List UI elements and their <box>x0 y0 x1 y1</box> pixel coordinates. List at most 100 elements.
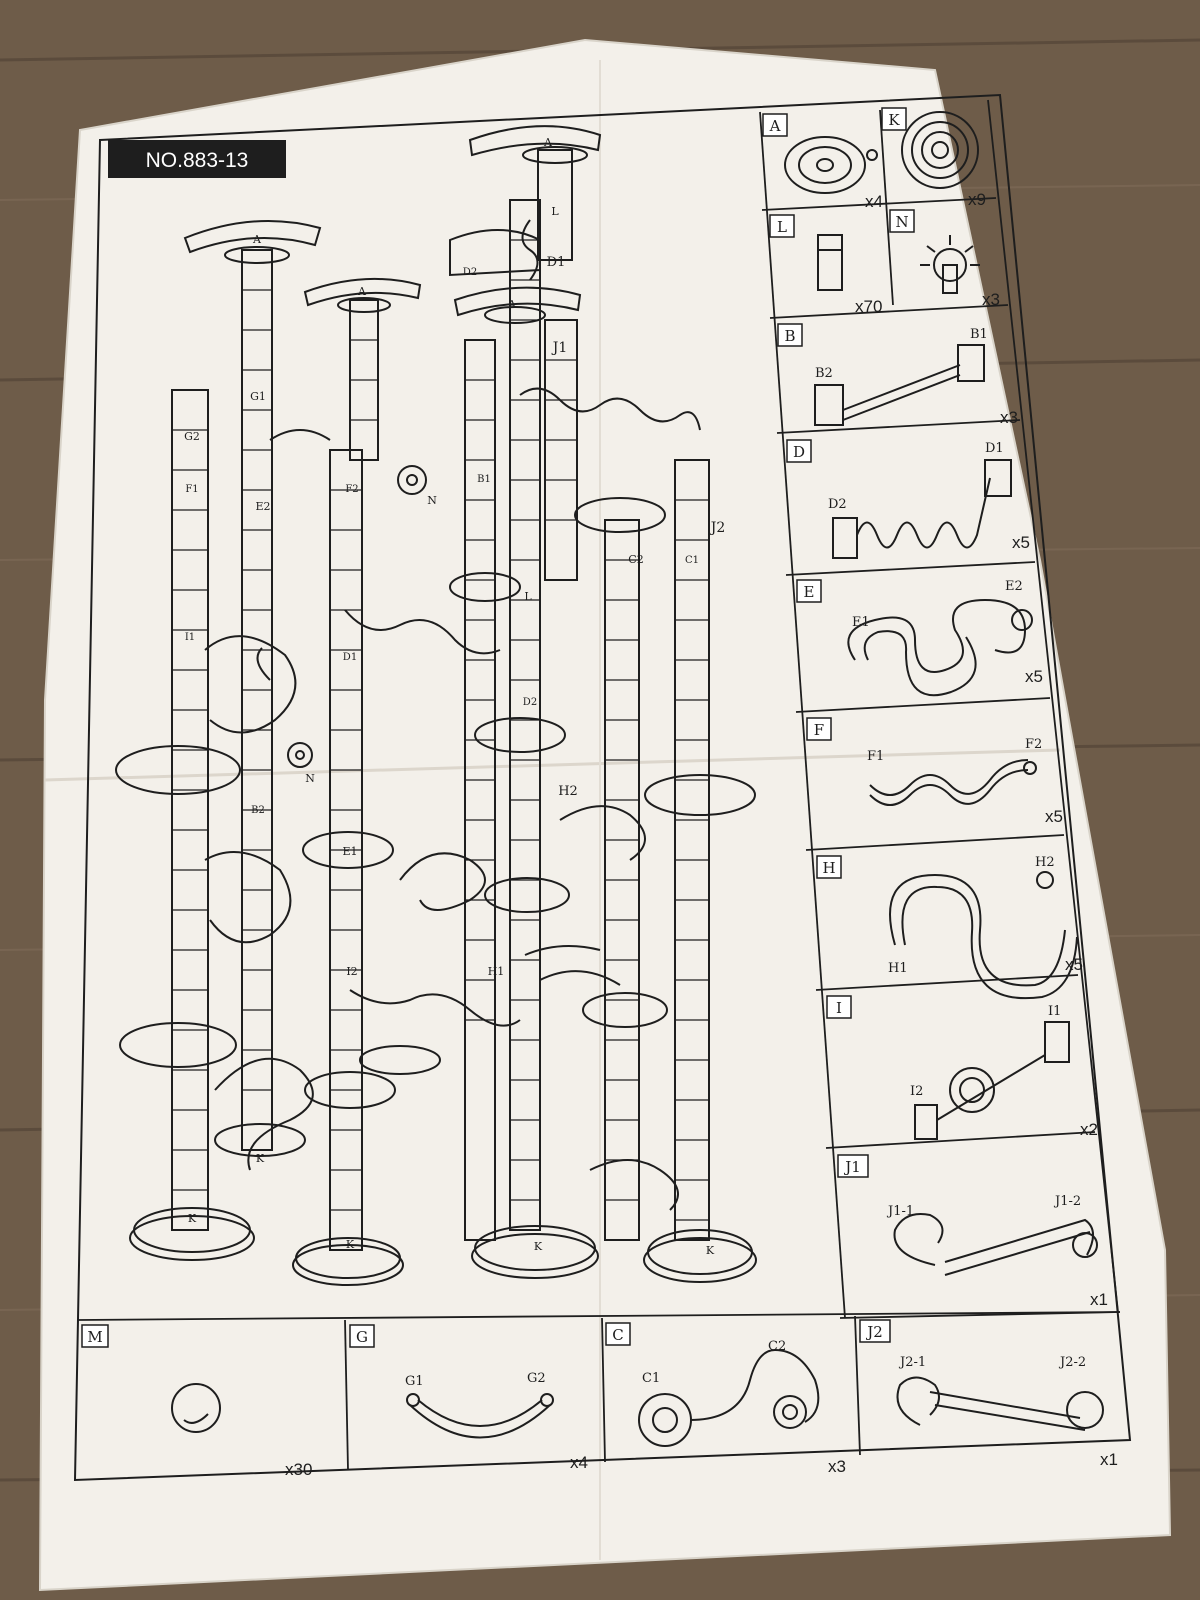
part-code: N <box>895 213 908 231</box>
curl-ramp-j2-drawing <box>896 1376 1104 1431</box>
part-end-label: F1 <box>867 749 884 764</box>
tower-label: K <box>534 1240 543 1253</box>
part-end-label: J1-2 <box>1053 1194 1081 1209</box>
tower-label: D2 <box>463 267 477 278</box>
wheel-part-drawing <box>920 235 980 294</box>
part-end-label: G2 <box>527 1371 546 1386</box>
tower-label: G2 <box>184 430 200 443</box>
tower-label: A <box>543 136 553 149</box>
part-code: E <box>804 583 815 601</box>
tower-label: I2 <box>346 965 357 978</box>
part-quantity: x5 <box>1045 807 1063 826</box>
part-code: M <box>87 1328 102 1346</box>
model-number: NO.883-13 <box>146 149 249 172</box>
tower-label: E2 <box>255 500 270 513</box>
part-end-label: E1 <box>852 615 870 630</box>
part-end-label: H1 <box>888 961 908 976</box>
part-quantities: x4 x9 x70 x3 x3 x5 x5 x5 x5 x2 x1 x30 x4… <box>285 190 1118 1479</box>
part-end-labels: B2 B1 D2 D1 E1 E2 F1 F2 H1 H2 I2 I1 J1-1… <box>405 327 1086 1389</box>
part-tag: L <box>769 214 795 238</box>
tower-label: F2 <box>345 484 358 495</box>
curl-ramp-c-drawing <box>638 1348 820 1447</box>
tower-label: C1 <box>685 555 699 566</box>
part-end-label: J2-1 <box>898 1355 926 1370</box>
part-code: F <box>814 721 824 739</box>
part-end-label: I1 <box>1048 1004 1061 1019</box>
part-end-label: B1 <box>970 327 988 342</box>
tower-label: J2 <box>709 520 726 536</box>
part-drawings <box>171 111 1104 1447</box>
part-end-label: H2 <box>1035 855 1055 870</box>
part-end-label: J2-2 <box>1058 1355 1086 1370</box>
part-quantity: x1 <box>1090 1290 1108 1309</box>
tower-label: B2 <box>251 805 265 816</box>
tube-part-drawing <box>817 234 843 291</box>
tower-label: D1 <box>343 652 357 663</box>
tower-label: D2 <box>523 697 537 708</box>
part-code: K <box>888 111 900 129</box>
part-quantity: x2 <box>1080 1120 1098 1139</box>
funnel-part-drawing <box>784 136 878 194</box>
tower-label: E1 <box>342 845 357 858</box>
tower-label: N <box>427 494 437 507</box>
tower-label: A <box>357 285 367 298</box>
part-code: G <box>356 1328 368 1346</box>
part-quantity: x3 <box>1000 408 1018 427</box>
wavy-ramp-drawing <box>832 459 1012 559</box>
tower-label: N <box>305 772 315 785</box>
tower-label: H2 <box>558 784 578 799</box>
tower-label: K <box>188 1212 197 1225</box>
part-tag: F <box>806 717 832 741</box>
tower-label: L <box>551 205 559 218</box>
part-end-label: J1-1 <box>886 1204 914 1219</box>
curl-ramp-j1-drawing <box>893 1213 1098 1276</box>
tower-label: I1 <box>185 632 195 643</box>
part-end-label: I2 <box>910 1084 923 1099</box>
model-number-badge: NO.883-13 <box>108 140 286 178</box>
tower-label: H1 <box>488 965 505 978</box>
marble-drawing <box>171 1383 221 1433</box>
part-end-label: D1 <box>985 441 1004 456</box>
part-tag: A <box>762 113 788 137</box>
part-tag: K <box>881 107 907 131</box>
part-tag: N <box>889 209 915 233</box>
part-quantity: x4 <box>865 192 883 211</box>
part-end-label: E2 <box>1005 579 1023 594</box>
tower-label: G1 <box>250 390 266 403</box>
spiral-base-drawing <box>901 111 979 189</box>
double-s-ramp-drawing <box>847 598 1033 697</box>
wave-ramp-drawing <box>869 759 1037 806</box>
sheet-frame <box>73 93 1132 1482</box>
tower-label: B1 <box>477 474 491 485</box>
part-quantity: x3 <box>982 290 1000 309</box>
part-quantity: x30 <box>285 1460 312 1479</box>
part-code: A <box>769 117 781 135</box>
tower-label: A <box>507 298 517 311</box>
part-end-label: D2 <box>828 497 847 512</box>
part-quantity: x5 <box>1025 667 1043 686</box>
tower-label: J1 <box>551 340 568 356</box>
tower-labels: A A A A L D1 D2 J1 G1 G2 E1 E2 F1 F2 H1 … <box>184 136 725 1257</box>
part-quantity: x4 <box>570 1453 588 1472</box>
part-end-label: G1 <box>405 1374 424 1389</box>
turntable-ramp-drawing <box>914 1021 1070 1140</box>
part-code: C <box>612 1326 623 1344</box>
part-end-label: F2 <box>1025 737 1042 752</box>
part-tag: J2 <box>859 1319 891 1343</box>
part-tag: B <box>777 323 803 347</box>
part-tag: H <box>816 855 842 879</box>
part-quantity: x1 <box>1100 1450 1118 1469</box>
tower-label: D1 <box>547 255 566 270</box>
part-end-label: B2 <box>815 366 833 381</box>
part-tag: I <box>826 995 852 1019</box>
part-code: B <box>784 327 795 345</box>
part-code: D <box>793 443 805 461</box>
part-code: J1 <box>843 1158 861 1176</box>
part-quantity: x9 <box>968 190 986 209</box>
tower-label: L <box>524 590 532 603</box>
part-end-label: C2 <box>768 1339 786 1354</box>
tower-label: K <box>346 1238 355 1251</box>
part-tag: G <box>349 1324 375 1348</box>
part-tag: J1 <box>837 1154 869 1178</box>
